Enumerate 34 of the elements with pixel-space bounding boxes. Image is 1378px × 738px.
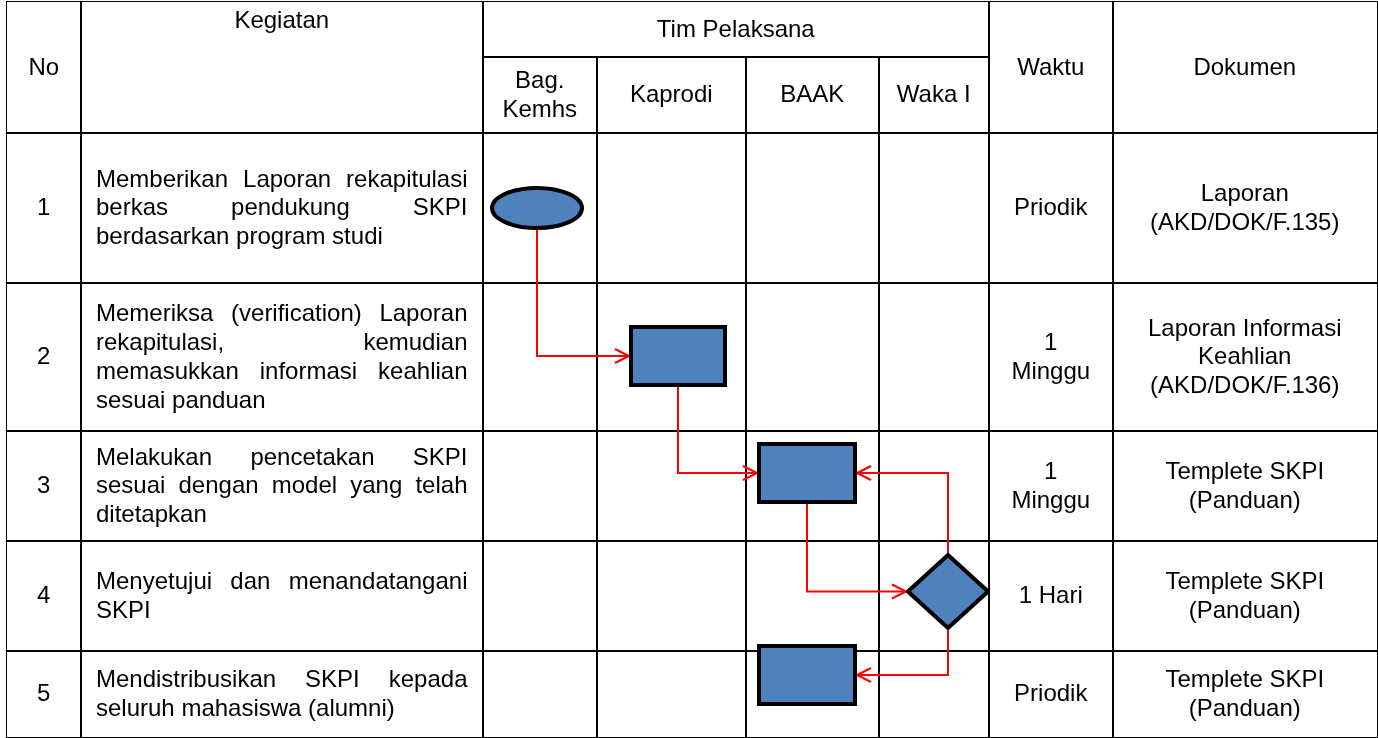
row-number: 4 <box>37 581 51 611</box>
row-number: 3 <box>37 471 51 501</box>
column-header: Kaprodi <box>629 80 713 110</box>
document-text: Laporan Informasi Keahlian (AKD/DOK/F.136) <box>1147 313 1343 400</box>
column-header: Waktu <box>1017 52 1085 82</box>
column-header: Waka I <box>896 80 971 110</box>
column-header: Dokumen <box>1193 52 1297 82</box>
row-number: 2 <box>37 342 51 372</box>
activity-text: Melakukan pencetakan SKPI sesuai dengan model yang telah ditetapkan <box>96 442 468 529</box>
document-text: Templete SKPI (Panduan) <box>1164 566 1326 625</box>
connector-arrow <box>536 229 630 364</box>
time-text: Priodik <box>1014 193 1088 223</box>
document-text: Templete SKPI (Panduan) <box>1164 664 1326 723</box>
activity-text: Memeriksa (verification) Laporan rekapitulasi, kemudian memasukkan informasi keahlian sesuai panduan <box>96 299 468 415</box>
time-text: Priodik <box>1014 679 1088 709</box>
row-number: 5 <box>37 679 51 709</box>
activity-text: Mendistribusikan SKPI kepada seluruh mahasiswa (alumni) <box>96 664 468 723</box>
connector-arrow <box>856 629 949 683</box>
column-header: Tim Pelaksana <box>656 14 815 44</box>
time-text: 1 Minggu <box>1010 327 1092 386</box>
document-text: Templete SKPI (Panduan) <box>1164 456 1326 515</box>
column-header: Bag. Kemhs <box>501 65 579 124</box>
row-number: 1 <box>37 193 51 223</box>
document-text: Laporan (AKD/DOK/F.135) <box>1149 178 1341 237</box>
connector-arrow <box>677 386 758 481</box>
connector-arrow <box>806 503 907 600</box>
time-text: 1 Minggu <box>1010 456 1092 515</box>
time-text: 1 Hari <box>1018 581 1083 611</box>
column-header: BAAK <box>780 80 845 110</box>
connector-arrow <box>856 465 949 554</box>
column-header: Kegiatan <box>234 6 330 35</box>
activity-text: Memberikan Laporan rekapitulasi berkas pendukung SKPI berdasarkan program studi <box>96 164 468 251</box>
column-header: No <box>28 52 60 82</box>
activity-text: Menyetujui dan menandatangani SKPI <box>96 566 468 625</box>
